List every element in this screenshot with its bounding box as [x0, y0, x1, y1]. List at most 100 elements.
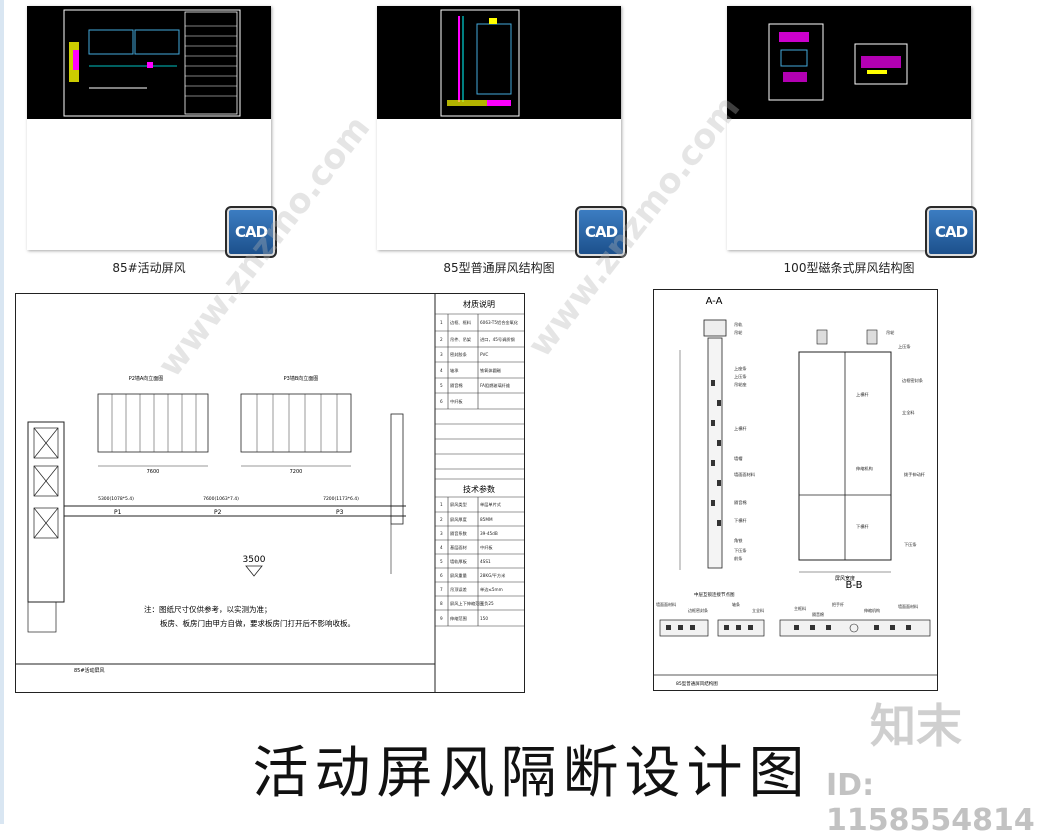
- svg-text:正负25: 正负25: [480, 600, 494, 607]
- window-edge: [0, 0, 4, 824]
- svg-text:1: 1: [440, 320, 443, 325]
- svg-text:9: 9: [440, 616, 443, 621]
- svg-text:基层面材: 基层面材: [450, 544, 467, 551]
- sheet-footer: 85#活动屏风: [74, 667, 105, 674]
- bottom-dim: 屏风宽度: [835, 575, 855, 582]
- svg-text:3: 3: [440, 531, 443, 536]
- svg-text:边框、框料: 边框、框料: [450, 319, 472, 326]
- brand-watermark: 知末: [870, 699, 962, 753]
- svg-text:PVC: PVC: [480, 352, 488, 357]
- file-label-3[interactable]: 100型磁条式屏风结构图: [783, 261, 915, 275]
- svg-text:墙面面材料: 墙面面材料: [898, 603, 918, 609]
- drawing-sheet-structure: A-A 吊轨 吊轮 上座条 上压条 吊轮座 上横杆 墙帽 墙面面材料 隔音棉 下…: [653, 289, 938, 691]
- svg-text:6: 6: [440, 399, 443, 404]
- svg-text:隔音棉: 隔音棉: [450, 382, 463, 389]
- thumbnail-preview: [727, 6, 971, 119]
- svg-text:墙面面材料: 墙面面材料: [656, 601, 676, 607]
- label-p2: P2: [214, 509, 222, 516]
- callouts-right: 吊轮 上压条 边框密封条 上横杆 立全料 伸缩机构 拨手伸动杆 下横杆 下压条: [856, 329, 926, 548]
- svg-text:隔音棉: 隔音棉: [812, 611, 824, 617]
- svg-text:150: 150: [480, 616, 488, 621]
- svg-text:隔音系数: 隔音系数: [450, 530, 468, 537]
- svg-text:单边≤5mm: 单边≤5mm: [480, 586, 503, 593]
- svg-text:隔音棉: 隔音棉: [734, 499, 747, 506]
- svg-text:下压条: 下压条: [734, 547, 747, 554]
- svg-text:下横杆: 下横杆: [856, 523, 869, 530]
- structure-drawing: A-A 吊轨 吊轮 上座条 上压条 吊轮座 上横杆 墙帽 墙面面材料 隔音棉 下…: [654, 296, 937, 687]
- file-label-2[interactable]: 85型普通屏风结构图: [443, 261, 555, 275]
- svg-text:6063-T5铝合金氧化: 6063-T5铝合金氧化: [480, 319, 519, 326]
- svg-text:轴条: 轴条: [732, 601, 740, 607]
- svg-text:伸缩范围: 伸缩范围: [450, 615, 467, 622]
- file-thumbnail-1[interactable]: CAD: [27, 6, 277, 258]
- svg-text:85MM: 85MM: [480, 517, 493, 522]
- svg-text:角铁: 角铁: [734, 537, 743, 544]
- svg-text:进口，45号调质钢: 进口，45号调质钢: [480, 336, 515, 343]
- svg-text:吊轮: 吊轮: [734, 329, 743, 336]
- svg-text:轴承: 轴承: [450, 367, 459, 374]
- file-thumbnail-3[interactable]: CAD: [727, 6, 977, 258]
- svg-text:下压条: 下压条: [904, 541, 917, 548]
- tech-table-title: 技术参数: [463, 484, 495, 494]
- svg-text:4SS1: 4SS1: [480, 559, 491, 564]
- svg-text:39-45dB: 39-45dB: [480, 531, 498, 536]
- section-bb-label: B-B: [846, 580, 863, 591]
- dim-5300: 5300(1078*5.4): [98, 496, 134, 502]
- svg-text:上压条: 上压条: [898, 343, 911, 350]
- svg-text:伸缩机构: 伸缩机构: [856, 465, 873, 472]
- svg-text:屏风类型: 屏风类型: [450, 501, 467, 508]
- svg-text:屏风上下伸缩范围: 屏风上下伸缩范围: [450, 600, 484, 607]
- svg-text:边框密封条: 边框密封条: [902, 377, 924, 384]
- svg-text:上横杆: 上横杆: [734, 425, 747, 432]
- svg-text:吊轮: 吊轮: [886, 329, 895, 336]
- svg-text:墙帽: 墙帽: [734, 455, 742, 462]
- material-table-title: 材质说明: [463, 299, 495, 309]
- svg-text:3: 3: [440, 352, 443, 357]
- svg-text:立全料: 立全料: [902, 409, 915, 416]
- svg-text:4: 4: [440, 368, 443, 373]
- svg-text:28KG/平方米: 28KG/平方米: [480, 572, 506, 579]
- dim-7600: 7600: [147, 469, 160, 475]
- svg-text:2: 2: [440, 337, 443, 342]
- material-table-rows: 1 边框、框料 6063-T5铝合金氧化 2 吊件、吊架 进口，45号调质钢 3 密封胶条…: [440, 319, 519, 405]
- cad-file-icon: CAD: [225, 206, 277, 258]
- dim-7200b: 7200(1173*6.4): [323, 496, 359, 502]
- svg-text:中纤板: 中纤板: [450, 398, 463, 405]
- svg-text:边框密封条: 边框密封条: [688, 607, 708, 613]
- svg-text:前条: 前条: [734, 555, 743, 562]
- node-title: 中层互锁连接节点图: [694, 591, 735, 598]
- svg-text:铁氧体圆磁: 铁氧体圆磁: [480, 367, 502, 374]
- file-label-1[interactable]: 85#活动屏风: [112, 261, 186, 275]
- file-thumbnail-2[interactable]: CAD: [377, 6, 627, 258]
- svg-text:屏风厚度: 屏风厚度: [450, 516, 468, 523]
- svg-text:8: 8: [440, 601, 443, 606]
- svg-text:主框料: 主框料: [794, 605, 806, 611]
- cad-file-icon: CAD: [925, 206, 977, 258]
- cad-file-icon: CAD: [575, 206, 627, 258]
- thumbnail-preview: [377, 6, 621, 119]
- label-p1: P1: [114, 509, 122, 516]
- callouts-left: 吊轨 吊轮 上座条 上压条 吊轮座 上横杆 墙帽 墙面面材料 隔音棉 下横杆 角…: [734, 321, 756, 562]
- cad-preview-2: [440, 9, 520, 117]
- svg-text:5: 5: [440, 383, 443, 388]
- svg-text:上座条: 上座条: [734, 365, 747, 372]
- svg-text:屏风重量: 屏风重量: [450, 572, 467, 579]
- svg-text:单层单片式: 单层单片式: [480, 501, 502, 508]
- label-p3: P3: [336, 509, 344, 516]
- dim-7200: 7200: [290, 469, 303, 475]
- note-1: 注：图纸尺寸仅供参考，以实测为准；: [144, 604, 272, 614]
- svg-text:立全料: 立全料: [752, 607, 764, 613]
- svg-text:密封胶条: 密封胶条: [450, 351, 468, 358]
- svg-text:5: 5: [440, 559, 443, 564]
- elevation-1-title: P2墙A向立面图: [129, 375, 164, 382]
- svg-text:拨手伸动杆: 拨手伸动杆: [904, 471, 926, 478]
- section-aa-label: A-A: [706, 296, 723, 307]
- svg-text:吊件、吊架: 吊件、吊架: [450, 336, 471, 343]
- elevation-2-title: P3墙B向立面图: [284, 375, 319, 382]
- drawing-sheet-plan: 材质说明 技术参数 1 边框、框料 6063-T5铝合金氧化 2 吊件、吊架 进口，45…: [15, 293, 525, 693]
- svg-text:6: 6: [440, 573, 443, 578]
- dim-7600b: 7600(1063*7.4): [203, 496, 239, 502]
- svg-text:2: 2: [440, 517, 443, 522]
- svg-text:墙轨厚板: 墙轨厚板: [450, 558, 468, 565]
